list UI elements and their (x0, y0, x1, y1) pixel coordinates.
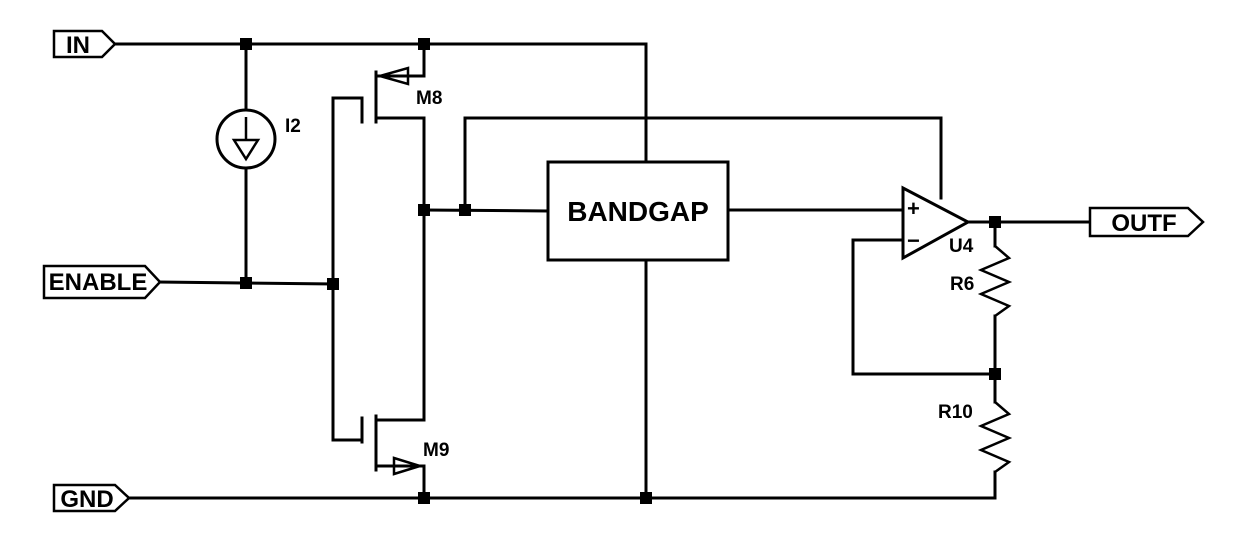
transistor-m9: M9 (360, 414, 449, 476)
m8-label: M8 (416, 88, 442, 109)
port-outf-label: OUTF (1111, 210, 1176, 237)
port-in: IN (52, 29, 117, 59)
junction-dot (640, 492, 652, 504)
bandgap-label: BANDGAP (567, 196, 709, 227)
transistor-m8: M8 (360, 66, 442, 124)
m9-label: M9 (423, 440, 449, 461)
junction-dot (418, 38, 430, 50)
junction-dot (459, 204, 471, 216)
port-gnd-label: GND (60, 486, 113, 513)
junction-dot (240, 277, 252, 289)
port-outf: OUTF (1088, 206, 1205, 238)
port-enable-label: ENABLE (49, 269, 148, 296)
opamp-u4: + − U4 (901, 185, 974, 261)
wire-node-bandgap (422, 208, 550, 213)
junction-dot (989, 368, 1001, 380)
junction-dot (989, 216, 1001, 228)
u4-label: U4 (949, 236, 974, 257)
wires (112, 42, 1092, 500)
junction-dot (418, 492, 430, 504)
resistor-r10: R10 (938, 401, 1013, 474)
m8-arrow (375, 66, 410, 86)
bandgap-block: BANDGAP (546, 160, 730, 262)
port-enable: ENABLE (42, 264, 162, 300)
r6-label: R6 (950, 274, 974, 295)
r10-label: R10 (938, 402, 973, 423)
junction-dot (327, 278, 339, 290)
junction-dot (418, 204, 430, 216)
junction-dot (240, 38, 252, 50)
junction-dots (240, 38, 1001, 504)
port-in-label: IN (66, 32, 90, 59)
m9-arrow (392, 456, 425, 476)
port-gnd: GND (52, 483, 131, 513)
resistor-r6: R6 (950, 245, 1013, 318)
current-source-i2: I2 (215, 108, 301, 170)
opamp-minus-sign: − (907, 228, 920, 253)
opamp-plus-sign: + (907, 196, 920, 221)
i2-label: I2 (285, 116, 301, 137)
